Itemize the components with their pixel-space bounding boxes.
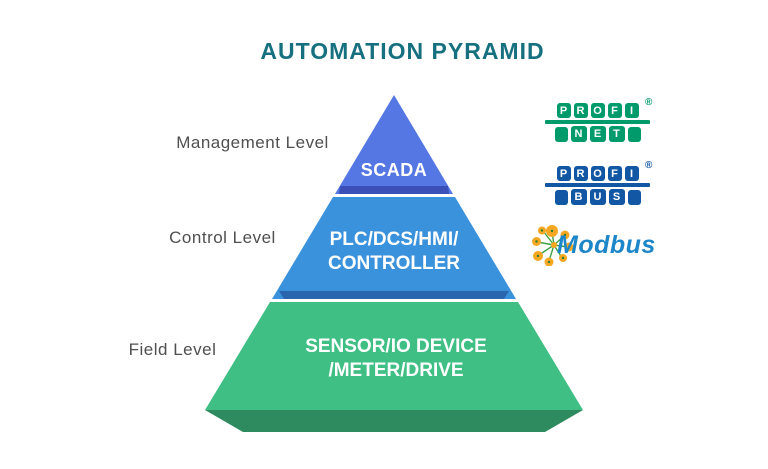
logo-end-cap <box>554 189 568 205</box>
logo-letter-block: P <box>556 166 571 181</box>
level-caption-line: SENSOR/IO DEVICE <box>305 336 487 357</box>
logo-letter-block: I <box>624 103 639 118</box>
modbus-wordmark: Modbus <box>557 231 656 259</box>
logo-letter-block: N <box>570 126 587 142</box>
level-caption-scada: SCADA <box>334 158 454 182</box>
logo-letter-block: B <box>570 189 587 205</box>
logo-letter-block: S <box>608 189 625 205</box>
level-caption-line: SCADA <box>360 160 428 180</box>
logo-letter-block: F <box>607 166 622 181</box>
logo-letter-block: U <box>589 189 606 205</box>
logo-letter-block: R <box>573 103 588 118</box>
level-caption-field: SENSOR/IO DEVICE /METER/DRIVE <box>264 335 528 383</box>
logo-bus-bar <box>545 120 650 124</box>
logo-end-cap <box>627 126 641 142</box>
profibus-top-row: P R O F I <box>545 166 650 181</box>
pyramid-level-bottom-edge <box>205 410 583 432</box>
logo-letter-block: F <box>607 103 622 118</box>
page-title: AUTOMATION PYRAMID <box>260 38 545 64</box>
pyramid-level-middle-edge <box>279 291 509 299</box>
profinet-logo: ® P R O F I N E T <box>545 97 663 142</box>
logo-letter-block: O <box>590 103 605 118</box>
logo-letter-block: T <box>608 126 625 142</box>
logo-letter-block: I <box>624 166 639 181</box>
profinet-bottom-row: N E T <box>545 126 650 142</box>
pyramid-level-top <box>335 95 453 194</box>
side-label-control-level: Control Level <box>169 228 276 247</box>
pyramid-level-middle <box>272 197 516 299</box>
profibus-logo: ® P R O F I B U S <box>545 160 663 205</box>
profibus-bottom-row: B U S <box>545 189 650 205</box>
logo-end-cap <box>554 126 568 142</box>
side-label-management-level: Management Level <box>176 133 329 152</box>
logo-bus-bar <box>545 183 650 187</box>
pyramid-level-top-edge <box>339 186 449 194</box>
registered-trademark-symbol: ® <box>645 97 653 108</box>
logo-end-cap <box>627 189 641 205</box>
profinet-top-row: P R O F I <box>545 103 650 118</box>
logo-letter-block: P <box>556 103 571 118</box>
logo-letter-block: E <box>589 126 606 142</box>
level-caption-control: PLC/DCS/HMI/ CONTROLLER <box>294 228 494 276</box>
logo-letter-block: R <box>573 166 588 181</box>
registered-trademark-symbol: ® <box>645 160 653 171</box>
modbus-network-icon <box>532 225 574 266</box>
level-caption-line: CONTROLLER <box>328 253 460 274</box>
side-label-field-level: Field Level <box>128 340 217 359</box>
logo-letter-block: O <box>590 166 605 181</box>
level-caption-line: /METER/DRIVE <box>328 360 464 381</box>
modbus-logo: Modbus <box>532 222 672 268</box>
pyramid-level-bottom <box>205 302 583 410</box>
level-caption-line: PLC/DCS/HMI/ <box>329 229 459 250</box>
